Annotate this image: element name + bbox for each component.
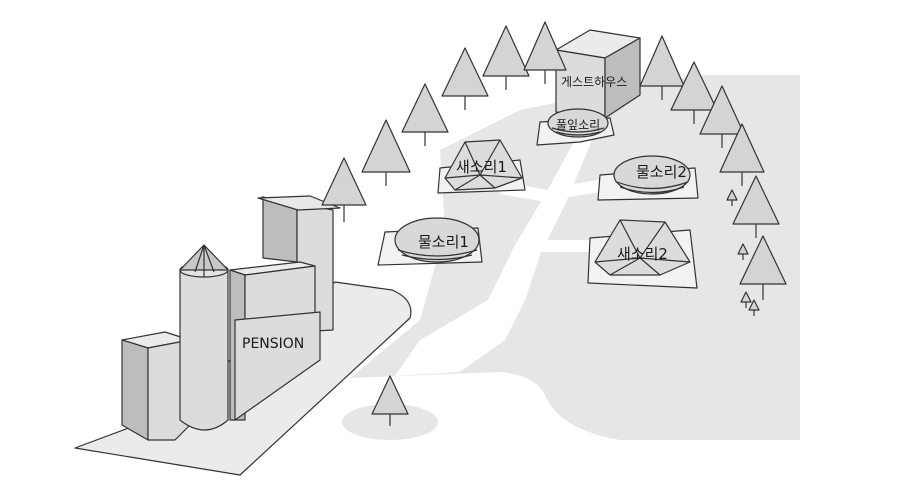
- pension-label: PENSION: [242, 336, 304, 352]
- guesthouse-building: [555, 29, 641, 119]
- tree: [699, 85, 745, 148]
- pulipsori-label: 풀잎소리: [556, 118, 600, 132]
- saesori2-pod: [587, 219, 698, 289]
- tree: [441, 47, 489, 110]
- tree: [482, 25, 530, 90]
- mulsori1-label: 물소리1: [418, 233, 469, 251]
- saesori1-label: 새소리1: [456, 158, 507, 176]
- saesori2-label: 새소리2: [617, 245, 668, 263]
- tree: [361, 119, 411, 186]
- tree: [523, 21, 567, 84]
- mulsori2-pod: [597, 155, 699, 201]
- tree: [726, 189, 738, 206]
- tree: [748, 299, 760, 316]
- tree: [321, 157, 367, 222]
- mulsori1-pod: [377, 217, 483, 266]
- tree: [740, 291, 752, 308]
- trees: [321, 21, 787, 426]
- tree: [732, 175, 780, 238]
- saesori1-pod: [437, 139, 526, 194]
- tree: [670, 61, 718, 124]
- tree: [719, 123, 765, 186]
- pension-building: [121, 195, 341, 441]
- guesthouse-label: 게스트하우스: [561, 75, 627, 89]
- tree: [639, 35, 685, 100]
- mulsori2-label: 물소리2: [636, 163, 687, 181]
- tree: [737, 243, 749, 260]
- tree: [371, 375, 409, 426]
- tree: [739, 235, 787, 300]
- tree: [401, 83, 449, 146]
- pulipsori-pod: [536, 108, 615, 146]
